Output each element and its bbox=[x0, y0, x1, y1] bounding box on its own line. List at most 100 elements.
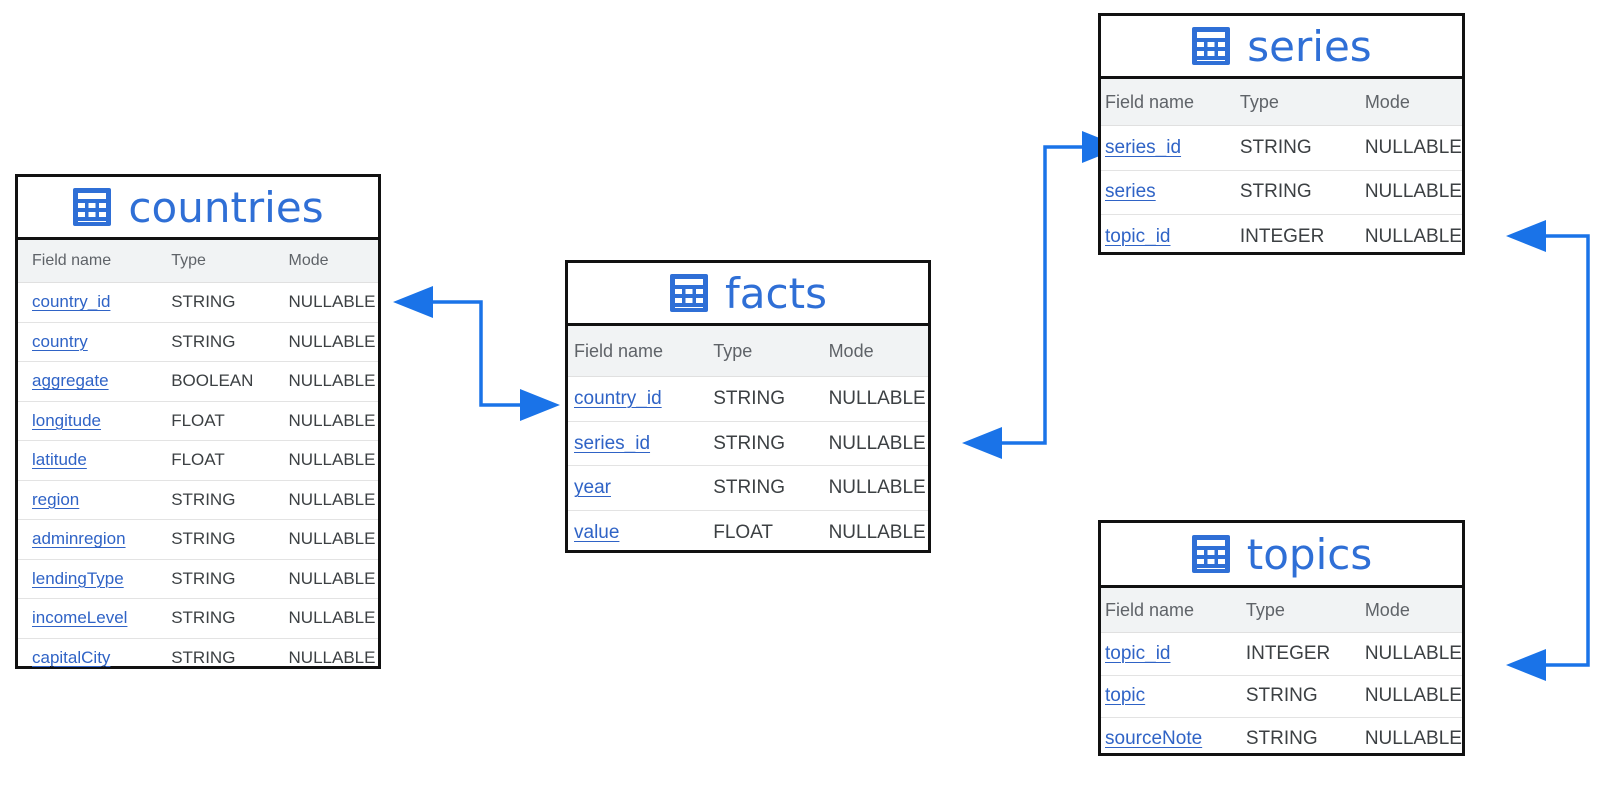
field-mode: NULLABLE bbox=[288, 450, 376, 470]
field-row-country_id: country_id STRING NULLABLE bbox=[568, 377, 928, 422]
field-name-link[interactable]: adminregion bbox=[32, 529, 126, 549]
field-type: STRING bbox=[713, 432, 785, 454]
field-mode: NULLABLE bbox=[1364, 685, 1462, 707]
header-type: Type bbox=[1239, 91, 1279, 112]
field-name-link[interactable]: incomeLevel bbox=[32, 608, 128, 628]
field-type: FLOAT bbox=[171, 410, 225, 430]
field-mode: NULLABLE bbox=[288, 331, 376, 351]
field-name-link[interactable]: latitude bbox=[32, 450, 87, 470]
arrowhead-left bbox=[1506, 649, 1546, 681]
field-type: STRING bbox=[171, 331, 236, 351]
field-row-country_id: country_id STRING NULLABLE bbox=[18, 283, 378, 323]
field-row-aggregate: aggregate BOOLEAN NULLABLE bbox=[18, 362, 378, 402]
schema-rows: topic_id INTEGER NULLABLE topic STRING N… bbox=[1101, 633, 1462, 760]
arrowhead-left bbox=[393, 286, 433, 318]
field-name-link[interactable]: series_id bbox=[1105, 136, 1182, 158]
field-name-link[interactable]: lendingType bbox=[32, 568, 124, 588]
field-mode: NULLABLE bbox=[288, 292, 376, 312]
field-type: STRING bbox=[171, 568, 236, 588]
schema-rows: country_id STRING NULLABLE series_id STR… bbox=[568, 377, 928, 555]
arrowhead-left bbox=[1506, 220, 1546, 252]
field-row-topic_id: topic_id INTEGER NULLABLE bbox=[1101, 633, 1462, 676]
field-type: STRING bbox=[1245, 727, 1318, 749]
field-mode: NULLABLE bbox=[1364, 727, 1462, 749]
arrowhead-left bbox=[962, 427, 1002, 459]
header-field-name: Field name bbox=[1105, 599, 1195, 620]
table-series: series Field name Type Mode series_id ST… bbox=[1098, 13, 1465, 255]
table-icon bbox=[1191, 534, 1231, 574]
field-name-link[interactable]: year bbox=[574, 477, 611, 499]
field-row-series_id: series_id STRING NULLABLE bbox=[568, 422, 928, 467]
field-mode: NULLABLE bbox=[288, 371, 376, 391]
field-name-link[interactable]: country_id bbox=[574, 387, 662, 409]
field-row-region: region STRING NULLABLE bbox=[18, 481, 378, 520]
table-name: countries bbox=[128, 182, 324, 232]
field-name-link[interactable]: value bbox=[574, 521, 620, 543]
schema-rows: country_id STRING NULLABLE country STRIN… bbox=[18, 283, 378, 677]
field-type: STRING bbox=[1239, 136, 1312, 158]
header-mode: Mode bbox=[1364, 91, 1410, 112]
field-name-link[interactable]: country bbox=[32, 331, 88, 351]
schema-header: Field name Type Mode bbox=[1101, 79, 1462, 126]
header-field-name: Field name bbox=[32, 252, 112, 269]
table-title: countries bbox=[18, 177, 378, 240]
field-mode: NULLABLE bbox=[288, 410, 376, 430]
field-row-capitalCity: capitalCity STRING NULLABLE bbox=[18, 639, 378, 678]
field-mode: NULLABLE bbox=[288, 489, 376, 509]
field-name-link[interactable]: series_id bbox=[574, 432, 651, 454]
field-row-longitude: longitude FLOAT NULLABLE bbox=[18, 402, 378, 441]
table-name: facts bbox=[725, 268, 827, 318]
header-mode: Mode bbox=[288, 252, 329, 269]
schema-header: Field name Type Mode bbox=[1101, 588, 1462, 633]
field-mode: NULLABLE bbox=[288, 568, 376, 588]
field-row-topic_id: topic_id INTEGER NULLABLE bbox=[1101, 215, 1462, 259]
field-name-link[interactable]: country_id bbox=[32, 292, 111, 312]
field-mode: NULLABLE bbox=[828, 477, 926, 499]
field-name-link[interactable]: topic bbox=[1105, 685, 1146, 707]
field-mode: NULLABLE bbox=[828, 387, 926, 409]
header-type: Type bbox=[1245, 599, 1285, 620]
schema-header: Field name Type Mode bbox=[18, 240, 378, 283]
table-topics: topics Field name Type Mode topic_id INT… bbox=[1098, 520, 1465, 756]
field-type: STRING bbox=[171, 608, 236, 628]
field-mode: NULLABLE bbox=[288, 529, 376, 549]
field-row-sourceNote: sourceNote STRING NULLABLE bbox=[1101, 718, 1462, 760]
field-row-series_id: series_id STRING NULLABLE bbox=[1101, 126, 1462, 171]
schema-header: Field name Type Mode bbox=[568, 326, 928, 377]
field-row-year: year STRING NULLABLE bbox=[568, 466, 928, 512]
field-name-link[interactable]: topic_id bbox=[1105, 225, 1171, 247]
field-name-link[interactable]: capitalCity bbox=[32, 647, 111, 667]
field-type: STRING bbox=[171, 529, 236, 549]
field-name-link[interactable]: topic_id bbox=[1105, 642, 1171, 664]
field-type: STRING bbox=[713, 387, 785, 409]
field-type: STRING bbox=[1239, 181, 1312, 203]
field-row-value: value FLOAT NULLABLE bbox=[568, 511, 928, 555]
table-facts: facts Field name Type Mode country_id ST… bbox=[565, 260, 931, 553]
field-row-series: series STRING NULLABLE bbox=[1101, 171, 1462, 215]
field-name-link[interactable]: sourceNote bbox=[1105, 727, 1203, 749]
field-row-adminregion: adminregion STRING NULLABLE bbox=[18, 520, 378, 560]
field-name-link[interactable]: aggregate bbox=[32, 371, 109, 391]
field-mode: NULLABLE bbox=[288, 647, 376, 667]
field-mode: NULLABLE bbox=[1364, 225, 1462, 247]
field-row-lendingType: lendingType STRING NULLABLE bbox=[18, 560, 378, 599]
header-mode: Mode bbox=[1364, 599, 1410, 620]
field-type: BOOLEAN bbox=[171, 371, 254, 391]
field-row-country: country STRING NULLABLE bbox=[18, 323, 378, 362]
field-mode: NULLABLE bbox=[1364, 136, 1462, 158]
connector-series-topics bbox=[1506, 220, 1590, 681]
header-field-name: Field name bbox=[1105, 91, 1195, 112]
field-row-topic: topic STRING NULLABLE bbox=[1101, 676, 1462, 718]
field-mode: NULLABLE bbox=[1364, 642, 1462, 664]
field-mode: NULLABLE bbox=[288, 608, 376, 628]
field-name-link[interactable]: series bbox=[1105, 181, 1156, 203]
table-title: facts bbox=[568, 263, 928, 326]
field-type: STRING bbox=[171, 292, 236, 312]
table-icon bbox=[669, 273, 709, 313]
header-type: Type bbox=[713, 340, 753, 361]
field-type: INTEGER bbox=[1239, 225, 1325, 247]
field-name-link[interactable]: region bbox=[32, 489, 80, 509]
arrowhead-right bbox=[520, 389, 560, 421]
table-icon bbox=[1191, 26, 1231, 66]
field-name-link[interactable]: longitude bbox=[32, 410, 102, 430]
